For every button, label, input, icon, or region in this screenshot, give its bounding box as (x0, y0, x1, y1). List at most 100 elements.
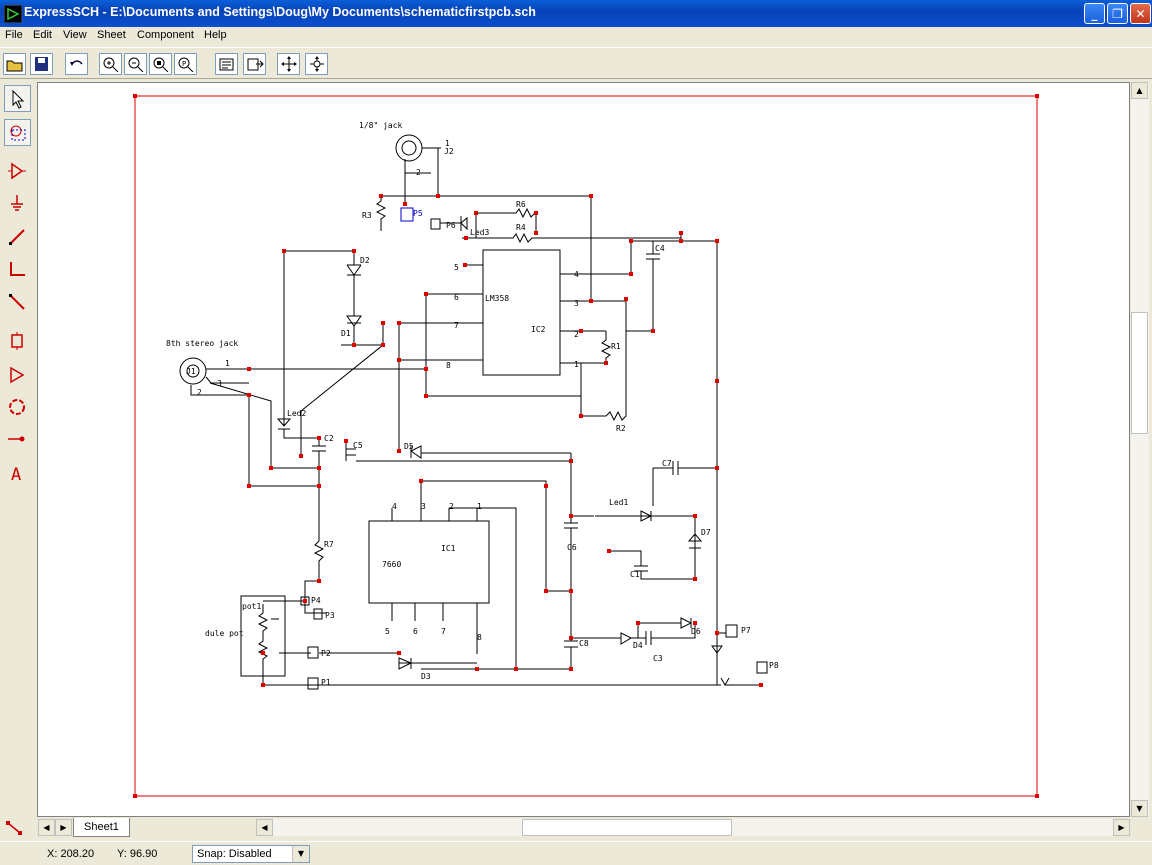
horizontal-scroll-thumb[interactable] (522, 819, 732, 836)
label-jack18: 1/8" jack (359, 121, 403, 130)
label-p2: P2 (321, 649, 331, 658)
junction-dot (589, 194, 593, 198)
junction-dot (424, 367, 428, 371)
label-p7: P7 (741, 626, 751, 635)
label-r7: R7 (324, 540, 334, 549)
zoom-in-icon[interactable] (99, 53, 122, 75)
part-icon[interactable] (4, 328, 31, 355)
corner-wire-icon[interactable] (4, 256, 31, 283)
label-c4: C4 (655, 244, 665, 253)
wire-icon[interactable] (4, 224, 31, 251)
tab-prev-icon[interactable]: ◀ (38, 819, 55, 836)
app-icon (4, 5, 22, 23)
junction-dot (317, 579, 321, 583)
schematic-drawing[interactable]: 1/8" jack J2 1 2 R3 P5 P6 R6 R4 Led3 C4 … (38, 83, 1130, 817)
minimize-button[interactable]: _ (1084, 3, 1105, 24)
junction-dot (569, 459, 573, 463)
label-c3: C3 (653, 654, 663, 663)
layer-icon[interactable] (4, 817, 24, 837)
label-led1: Led1 (609, 498, 628, 507)
zoom-out-icon[interactable] (124, 53, 147, 75)
label-dualpot: dule pot (205, 629, 244, 638)
label-d3: D3 (421, 672, 431, 681)
junction-dot (247, 367, 251, 371)
horizontal-scrollbar[interactable]: ◀ ▶ (256, 819, 1130, 836)
junction-dot (403, 202, 407, 206)
label-j2: J2 (444, 147, 454, 156)
zoom-area-icon[interactable] (4, 119, 31, 146)
tab-next-icon[interactable]: ▶ (55, 819, 72, 836)
component-icon[interactable] (4, 158, 31, 185)
open-icon[interactable] (3, 53, 26, 75)
junction-dot (261, 683, 265, 687)
save-icon[interactable] (30, 53, 53, 75)
buffer-icon[interactable] (4, 362, 31, 389)
schematic-canvas[interactable]: 1/8" jack J2 1 2 R3 P5 P6 R6 R4 Led3 C4 … (37, 82, 1130, 817)
scroll-up-icon[interactable]: ▲ (1131, 82, 1148, 99)
label-c2: C2 (324, 434, 334, 443)
label-ic1p6: 6 (413, 627, 418, 636)
label-c8: C8 (579, 639, 589, 648)
menu-file[interactable]: File (5, 29, 23, 41)
diagonal-wire-icon[interactable] (4, 289, 31, 316)
junction-dot (133, 794, 137, 798)
vertical-scrollbar[interactable]: ▲ ▼ (1131, 82, 1149, 817)
menu-edit[interactable]: Edit (33, 29, 52, 41)
label-c6: C6 (567, 543, 577, 552)
netlist-icon[interactable] (243, 53, 266, 75)
pan-icon[interactable] (277, 53, 300, 75)
menu-help[interactable]: Help (204, 29, 227, 41)
junction-dot (514, 667, 518, 671)
junction-dot (133, 94, 137, 98)
junction-dot (589, 299, 593, 303)
properties-icon[interactable] (215, 53, 238, 75)
label-p1: P1 (321, 678, 331, 687)
junction-dot (381, 321, 385, 325)
select-icon[interactable] (4, 85, 31, 112)
scroll-left-icon[interactable]: ◀ (256, 819, 273, 836)
junction-dot (247, 393, 251, 397)
tab-sheet1[interactable]: Sheet1 (73, 818, 130, 837)
label-led3: Led3 (470, 228, 489, 237)
menu-view[interactable]: View (63, 29, 87, 41)
ground-icon[interactable] (4, 190, 31, 217)
scroll-down-icon[interactable]: ▼ (1131, 800, 1148, 817)
zoom-fit-icon[interactable] (149, 53, 172, 75)
scroll-right-icon[interactable]: ▶ (1113, 819, 1130, 836)
junction-dot (381, 343, 385, 347)
vertical-scroll-thumb[interactable] (1131, 312, 1148, 434)
label-c1: C1 (630, 570, 640, 579)
zoom-previous-icon[interactable]: P (174, 53, 197, 75)
label-ic1p2: 2 (449, 502, 454, 511)
menu-sheet[interactable]: Sheet (97, 29, 126, 41)
junction-dot (569, 589, 573, 593)
label-d5: D5 (404, 442, 414, 451)
chevron-down-icon[interactable]: ▼ (292, 846, 309, 862)
label-j2pin1: 1 (445, 139, 450, 148)
route-icon[interactable] (305, 53, 328, 75)
text-icon[interactable]: A (4, 460, 31, 487)
junction-dot (624, 297, 628, 301)
label-ic1p1: 1 (477, 502, 482, 511)
junction-dot (679, 239, 683, 243)
junction-dot (436, 194, 440, 198)
undo-icon[interactable] (65, 53, 88, 75)
maximize-button[interactable]: ❐ (1107, 3, 1128, 24)
label-d2: D2 (360, 256, 370, 265)
label-c7: C7 (662, 459, 672, 468)
close-button[interactable]: ✕ (1130, 3, 1151, 24)
label-pin5: 5 (454, 263, 459, 272)
pin-icon[interactable] (4, 426, 31, 453)
snap-select[interactable]: Snap: Disabled ▼ (192, 845, 310, 863)
svg-text:P: P (182, 60, 186, 68)
junction-dot (629, 239, 633, 243)
label-p3: P3 (325, 611, 335, 620)
circle-icon[interactable] (4, 394, 31, 421)
menu-component[interactable]: Component (137, 29, 194, 41)
tool-palette: A (0, 82, 35, 812)
label-pin7: 7 (454, 321, 459, 330)
label-d6: D6 (691, 627, 701, 636)
label-r6: R6 (516, 200, 526, 209)
junction-dot (715, 631, 719, 635)
label-pin3: 3 (574, 299, 579, 308)
